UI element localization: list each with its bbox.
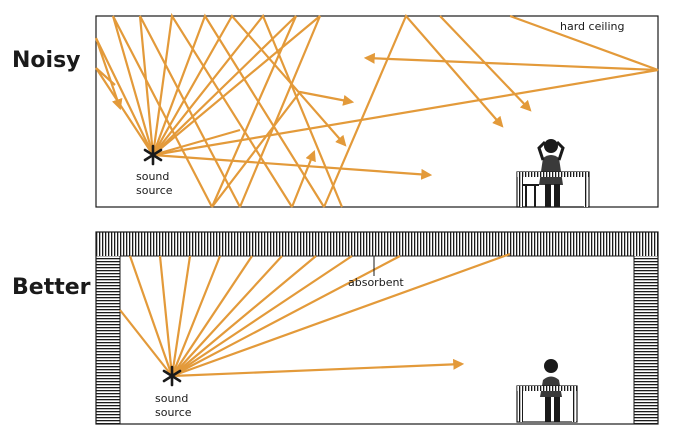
ray (171, 252, 511, 378)
ray (170, 255, 192, 377)
ray (152, 13, 344, 208)
ray (290, 149, 316, 208)
noisy-sound-source-icon (143, 144, 163, 166)
ray (171, 255, 253, 377)
ray (171, 255, 401, 377)
ray (151, 12, 293, 208)
noisy-panel: Noisy hard ceiling (12, 12, 659, 208)
ray (171, 255, 353, 377)
absorbent-walls (95, 231, 659, 425)
noisy-desk (516, 171, 590, 208)
ray (128, 255, 174, 377)
ray (119, 309, 173, 377)
ray (171, 255, 317, 377)
ray (158, 255, 174, 377)
noisy-sound-rays (94, 12, 659, 208)
noisy-room-outline (95, 15, 659, 208)
better-desk (516, 385, 578, 423)
ray (151, 13, 325, 208)
noisy-source-label-line2: source (136, 184, 173, 197)
noisy-listener-icon (521, 139, 565, 207)
better-source-label-line2: source (155, 406, 192, 419)
ray (509, 14, 659, 72)
ray (138, 15, 241, 208)
ray (152, 153, 433, 180)
noisy-source-label-line1: sound (136, 170, 169, 183)
ray (111, 15, 213, 208)
better-title: Better (12, 275, 91, 300)
absorbent-label: absorbent (348, 276, 404, 289)
ray (211, 90, 355, 208)
ray (152, 15, 322, 208)
better-panel: Better absorbent (12, 231, 659, 425)
better-source-label-line1: sound (155, 392, 188, 405)
ray (322, 13, 504, 208)
ray (95, 67, 154, 156)
ray (152, 128, 241, 157)
better-sound-rays (119, 252, 511, 378)
ray (171, 358, 465, 378)
hard-ceiling-label: hard ceiling (560, 20, 624, 33)
ray (170, 255, 222, 377)
ray (152, 15, 298, 208)
noisy-title: Noisy (12, 48, 81, 73)
better-sound-source-icon (162, 365, 182, 387)
ray (152, 14, 347, 156)
ray (94, 37, 154, 156)
ray (171, 255, 283, 377)
